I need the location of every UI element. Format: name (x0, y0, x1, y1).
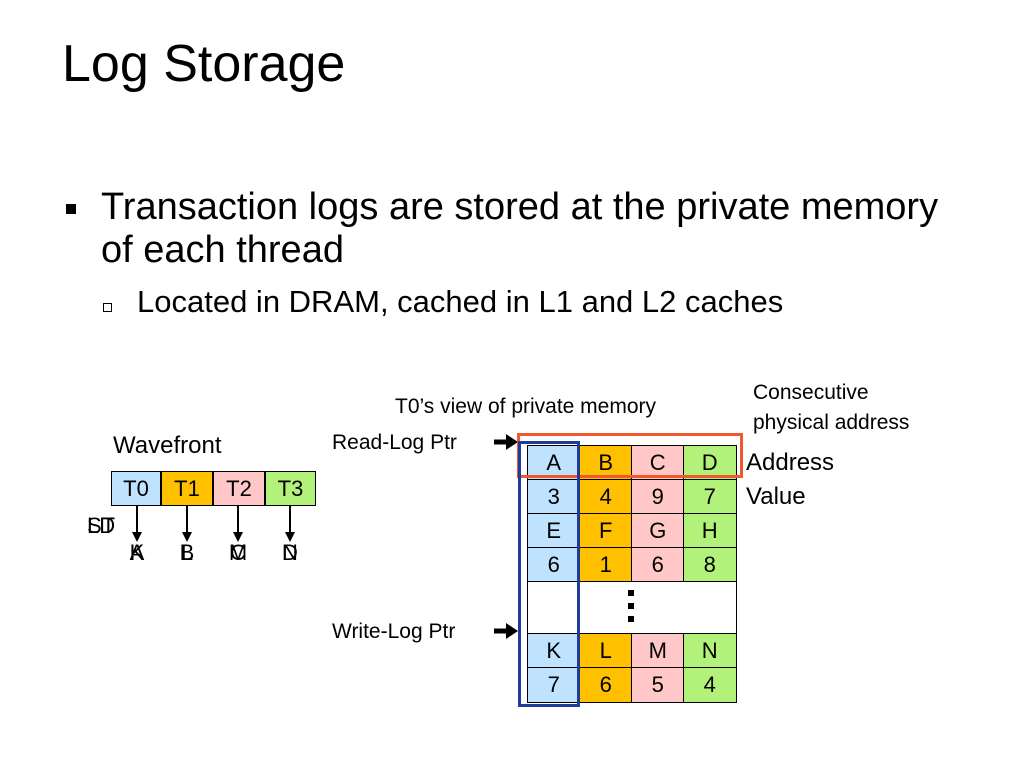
lane-label-text: A (129, 540, 145, 565)
memory-cell: 8 (683, 547, 737, 583)
memory-cell: A (527, 445, 581, 481)
op-label-st: ST (87, 513, 116, 538)
ellipsis-dot (628, 603, 634, 609)
thread-box-t3: T3 (265, 471, 316, 506)
bullet-text: Transaction logs are stored at the priva… (101, 186, 939, 271)
lane-arrow-head (182, 532, 192, 542)
lane-label-text: D (282, 540, 298, 565)
read-ptr-arrow (494, 434, 518, 450)
consecutive-label-line1: Consecutive (753, 381, 869, 404)
memory-cell: H (683, 513, 737, 549)
memory-cell: 6 (579, 667, 633, 703)
lane-label-text: N (282, 540, 298, 565)
read-log-ptr-label: Read-Log Ptr (332, 431, 457, 454)
memory-cell: M (631, 633, 685, 669)
memory-cell: C (631, 445, 685, 481)
memory-cell: K (527, 633, 581, 669)
memory-cell: F (579, 513, 633, 549)
memory-cell: 4 (683, 667, 737, 703)
lane-label-text: M (228, 540, 248, 565)
op-label-ld: LD (87, 513, 116, 538)
memory-cell: N (683, 633, 737, 669)
consecutive-label-line2: physical address (753, 411, 910, 434)
memory-cell: D (683, 445, 737, 481)
lane-label-text: C (230, 540, 246, 565)
memory-cell: L (579, 633, 633, 669)
memory-cell: 5 (631, 667, 685, 703)
lane-arrow-head (285, 532, 295, 542)
sub-bullet-marker (103, 303, 112, 312)
value-label: Value (746, 483, 806, 510)
lane-arrow-head (132, 532, 142, 542)
lane-label-text: K (129, 540, 145, 565)
wavefront-label: Wavefront (113, 432, 222, 459)
bullet-marker (66, 204, 76, 214)
memory-cell: 6 (527, 547, 581, 583)
lane-arrows (132, 506, 295, 542)
ellipsis-dot (628, 590, 634, 596)
memory-view-title: T0’s view of private memory (395, 395, 657, 418)
memory-cell: 9 (631, 479, 685, 515)
lane-arrow-head (233, 532, 243, 542)
consecutive-label: Consecutive physical address (753, 378, 909, 438)
memory-cell: 1 (579, 547, 633, 583)
thread-box-t0: T0 (111, 471, 161, 506)
memory-cell: 7 (683, 479, 737, 515)
memory-cell: 4 (579, 479, 633, 515)
memory-cell: G (631, 513, 685, 549)
thread-box-t1: T1 (161, 471, 213, 506)
write-ptr-arrow (494, 623, 518, 639)
memory-cell: 6 (631, 547, 685, 583)
thread-box-t2: T2 (213, 471, 265, 506)
slide-title: Log Storage (62, 35, 346, 93)
lane-label-text: L (180, 540, 194, 565)
lane-label-text: B (179, 540, 195, 565)
memory-cell: E (527, 513, 581, 549)
thread-column-highlight (518, 441, 580, 707)
write-log-ptr-label: Write-Log Ptr (332, 620, 456, 643)
ellipsis-dot (628, 616, 634, 622)
sub-bullet-text: Located in DRAM, cached in L1 and L2 cac… (137, 284, 784, 319)
address-label: Address (746, 449, 835, 476)
